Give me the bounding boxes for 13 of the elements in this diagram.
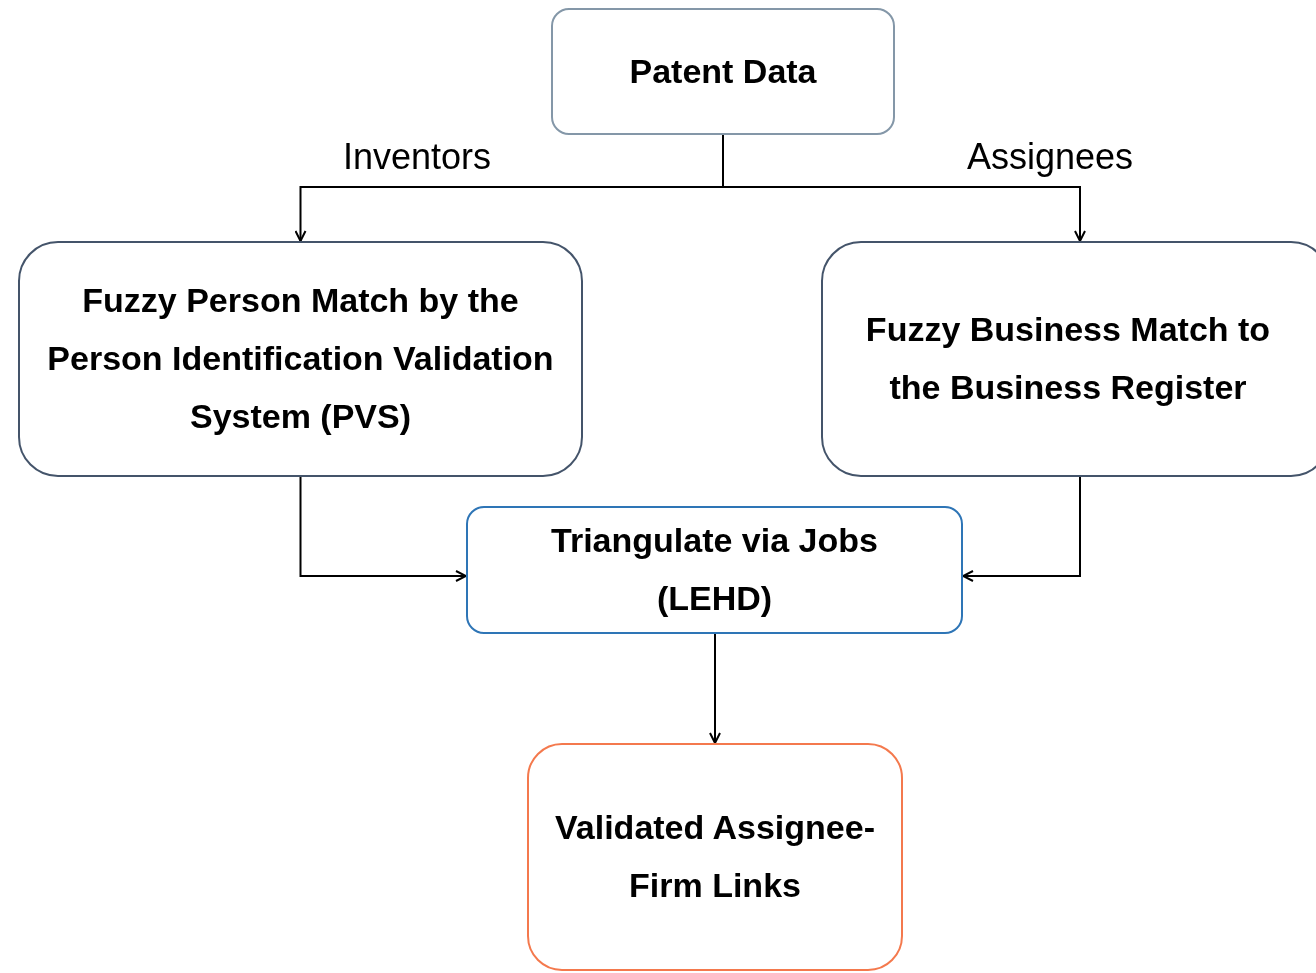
arrow <box>709 633 721 744</box>
arrow <box>299 476 467 582</box>
process-box <box>551 8 895 135</box>
box-label: Fuzzy Business Match to the Business Register <box>864 309 1272 408</box>
box-label: Patent Data <box>629 50 817 92</box>
box-label: Fuzzy Person Match by the Person Identification Validation System (PVS) <box>46 280 555 437</box>
arrow <box>962 476 1081 582</box>
process-box <box>821 241 1316 477</box>
process-box <box>527 743 903 971</box>
box-label: Validated Assignee-Firm Links <box>554 807 876 906</box>
process-box <box>18 241 583 477</box>
box-label: Triangulate via Jobs (LEHD) <box>550 520 879 619</box>
process-box <box>466 506 963 634</box>
